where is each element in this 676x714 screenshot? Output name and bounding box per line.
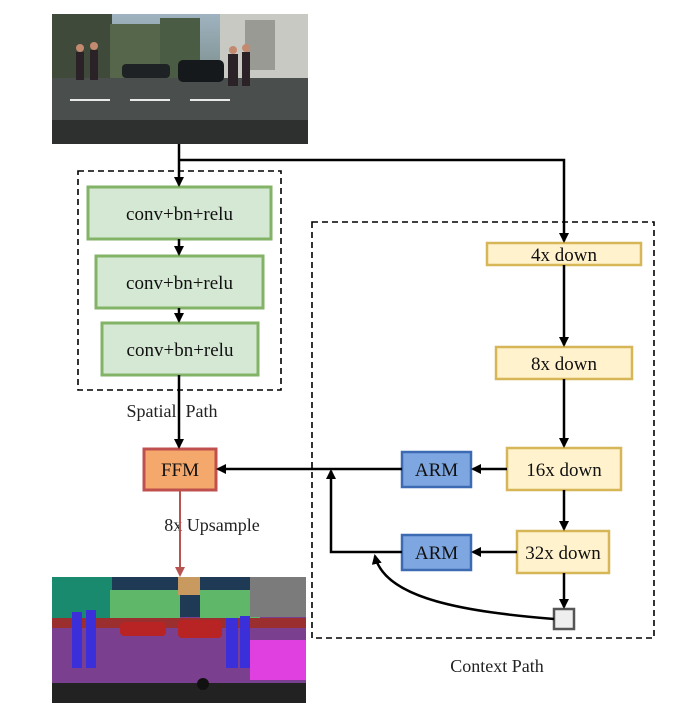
spatial-block-1: conv+bn+relu (86, 185, 273, 241)
down-block-32x: 32x down (515, 529, 611, 575)
down-block-8x: 8x down (494, 345, 634, 381)
down-block-16x: 16x down (505, 446, 623, 492)
spatial-block-2-label: conv+bn+relu (126, 273, 233, 294)
down-block-8x-label: 8x down (531, 354, 597, 375)
ffm-block: FFM (142, 447, 218, 492)
ffm-label: FFM (161, 460, 199, 481)
spatial-path-label: Spatial Path (127, 401, 218, 421)
down-block-32x-label: 32x down (525, 543, 601, 564)
arm-block-2: ARM (400, 533, 473, 572)
spatial-block-1-label: conv+bn+relu (126, 204, 233, 225)
upsample-label: 8x Upsample (164, 515, 259, 535)
spatial-block-2: conv+bn+relu (94, 254, 265, 310)
down-block-16x-label: 16x down (526, 460, 602, 481)
edges (174, 144, 569, 621)
segmentation-output-image (52, 577, 306, 703)
arm-block-1-label: ARM (415, 460, 458, 481)
spatial-block-3-label: conv+bn+relu (127, 340, 234, 361)
down-block-4x-label: 4x down (531, 245, 597, 266)
spatial-block-3: conv+bn+relu (100, 321, 260, 377)
context-path-container (311, 221, 655, 639)
down-block-4x: 4x down (485, 241, 643, 267)
global-pool-node (552, 607, 576, 631)
arm-block-2-label: ARM (415, 543, 458, 564)
input-street-image (52, 14, 308, 144)
arm-block-1: ARM (400, 450, 473, 489)
context-path-label: Context Path (450, 656, 544, 676)
